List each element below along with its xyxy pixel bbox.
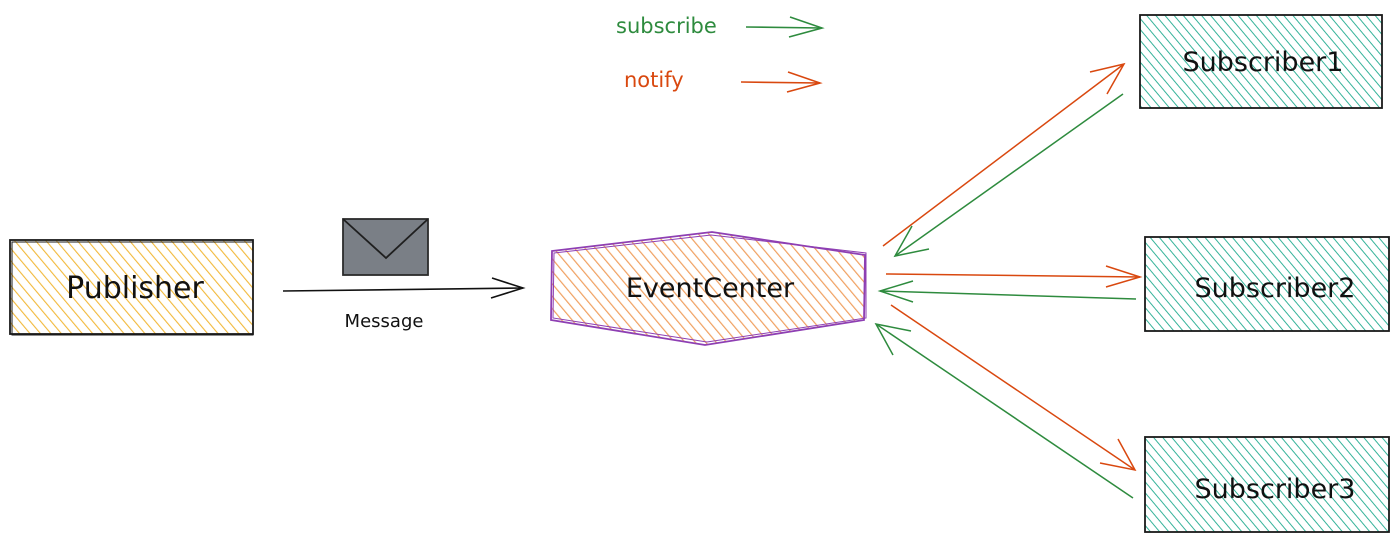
- publisher-label: Publisher: [66, 271, 204, 306]
- envelope-icon: [342, 218, 429, 276]
- legend-notify-arrow: [740, 71, 823, 93]
- subscribe-arrow-subscriber2: [877, 280, 1137, 303]
- event-center-shape: [550, 231, 866, 346]
- publisher-box: [9, 239, 254, 335]
- subscriber3-box: [1144, 436, 1390, 533]
- notify-arrow-subscriber1: [882, 62, 1126, 247]
- legend: subscribe notify: [616, 14, 825, 93]
- message-label: Message: [345, 311, 424, 332]
- legend-notify-label: notify: [624, 68, 684, 92]
- message-arrow: [282, 277, 526, 299]
- legend-subscribe-label: subscribe: [616, 14, 717, 38]
- subscriber2-node: Subscriber2: [1144, 236, 1390, 332]
- subscriber3-label: Subscriber3: [1195, 474, 1356, 505]
- event-center-node: EventCenter: [550, 231, 867, 346]
- subscriber3-node: Subscriber3: [1144, 436, 1390, 533]
- notify-arrow-subscriber2: [885, 265, 1143, 288]
- subscribe-arrow-subscriber3: [874, 322, 1134, 499]
- notify-arrow-subscriber3: [890, 304, 1137, 472]
- subscriber2-box: [1144, 236, 1390, 332]
- subscriber2-label: Subscriber2: [1195, 273, 1356, 304]
- subscriber1-node: Subscriber1: [1139, 14, 1383, 109]
- event-center-label: EventCenter: [626, 273, 795, 304]
- legend-subscribe-arrow: [745, 16, 825, 38]
- subscriber1-label: Subscriber1: [1183, 47, 1344, 78]
- subscriber1-box: [1139, 14, 1383, 109]
- subscribe-arrow-subscriber1: [893, 93, 1124, 258]
- publisher-node: Publisher: [9, 239, 254, 336]
